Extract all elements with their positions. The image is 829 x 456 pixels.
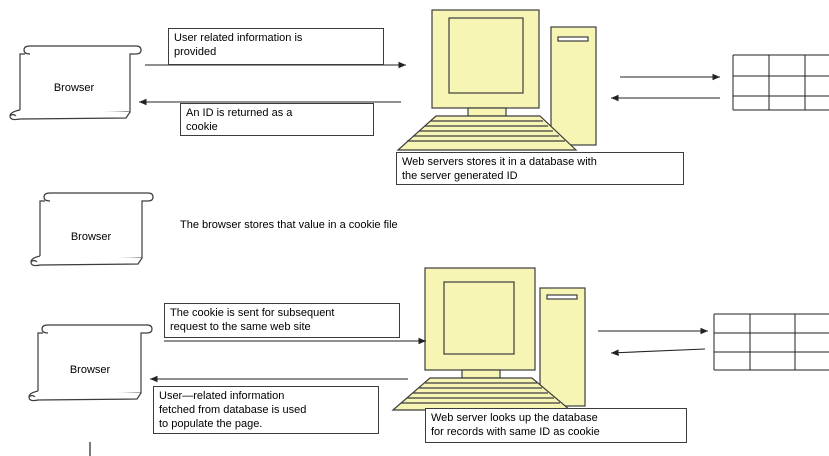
browser-label-3: Browser [69,364,111,376]
request-info-box-1: User related information is provided [168,28,384,65]
arrow-from-db-3 [610,348,706,356]
cookie-request-box: The cookie is sent for subsequent reques… [164,303,400,338]
populate-page-line-3: to populate the page. [159,418,263,430]
cookie-request-line-1: The cookie is sent for subsequent [170,307,335,319]
populate-page-line-1: User—related information [159,390,285,402]
web-server-computer-1 [396,9,597,151]
populate-page-line-2: fetched from database is used [159,404,307,416]
server-store-line-2: the server generated ID [402,170,518,182]
request-info-line-2: provided [174,46,217,58]
server-lookup-line-2: for records with same ID as cookie [431,426,600,438]
server-lookup-line-1: Web server looks up the database [431,412,598,424]
cookie-file-caption: The browser stores that value in a cooki… [180,219,398,231]
database-table-2 [713,313,829,371]
server-lookup-box: Web server looks up the database for rec… [425,408,687,443]
request-info-line-1: User related information is [174,32,303,44]
cookie-request-line-2: request to the same web site [170,321,311,333]
response-info-line-2: cookie [186,121,218,133]
server-store-box: Web servers stores it in a database with… [396,152,684,185]
response-info-line-1: An ID is returned as a [186,107,293,119]
browser-label-2: Browser [70,231,112,243]
browser-scroll-3 [28,324,153,402]
web-server-computer-2 [391,267,586,411]
populate-page-box: User—related information fetched from da… [153,386,379,434]
database-table-1 [732,54,829,111]
response-info-box-1: An ID is returned as a cookie [180,103,374,136]
browser-scroll-1 [9,45,142,121]
browser-scroll-2 [30,192,154,267]
browser-label-1: Browser [53,82,95,94]
server-store-line-1: Web servers stores it in a database with [402,156,597,168]
